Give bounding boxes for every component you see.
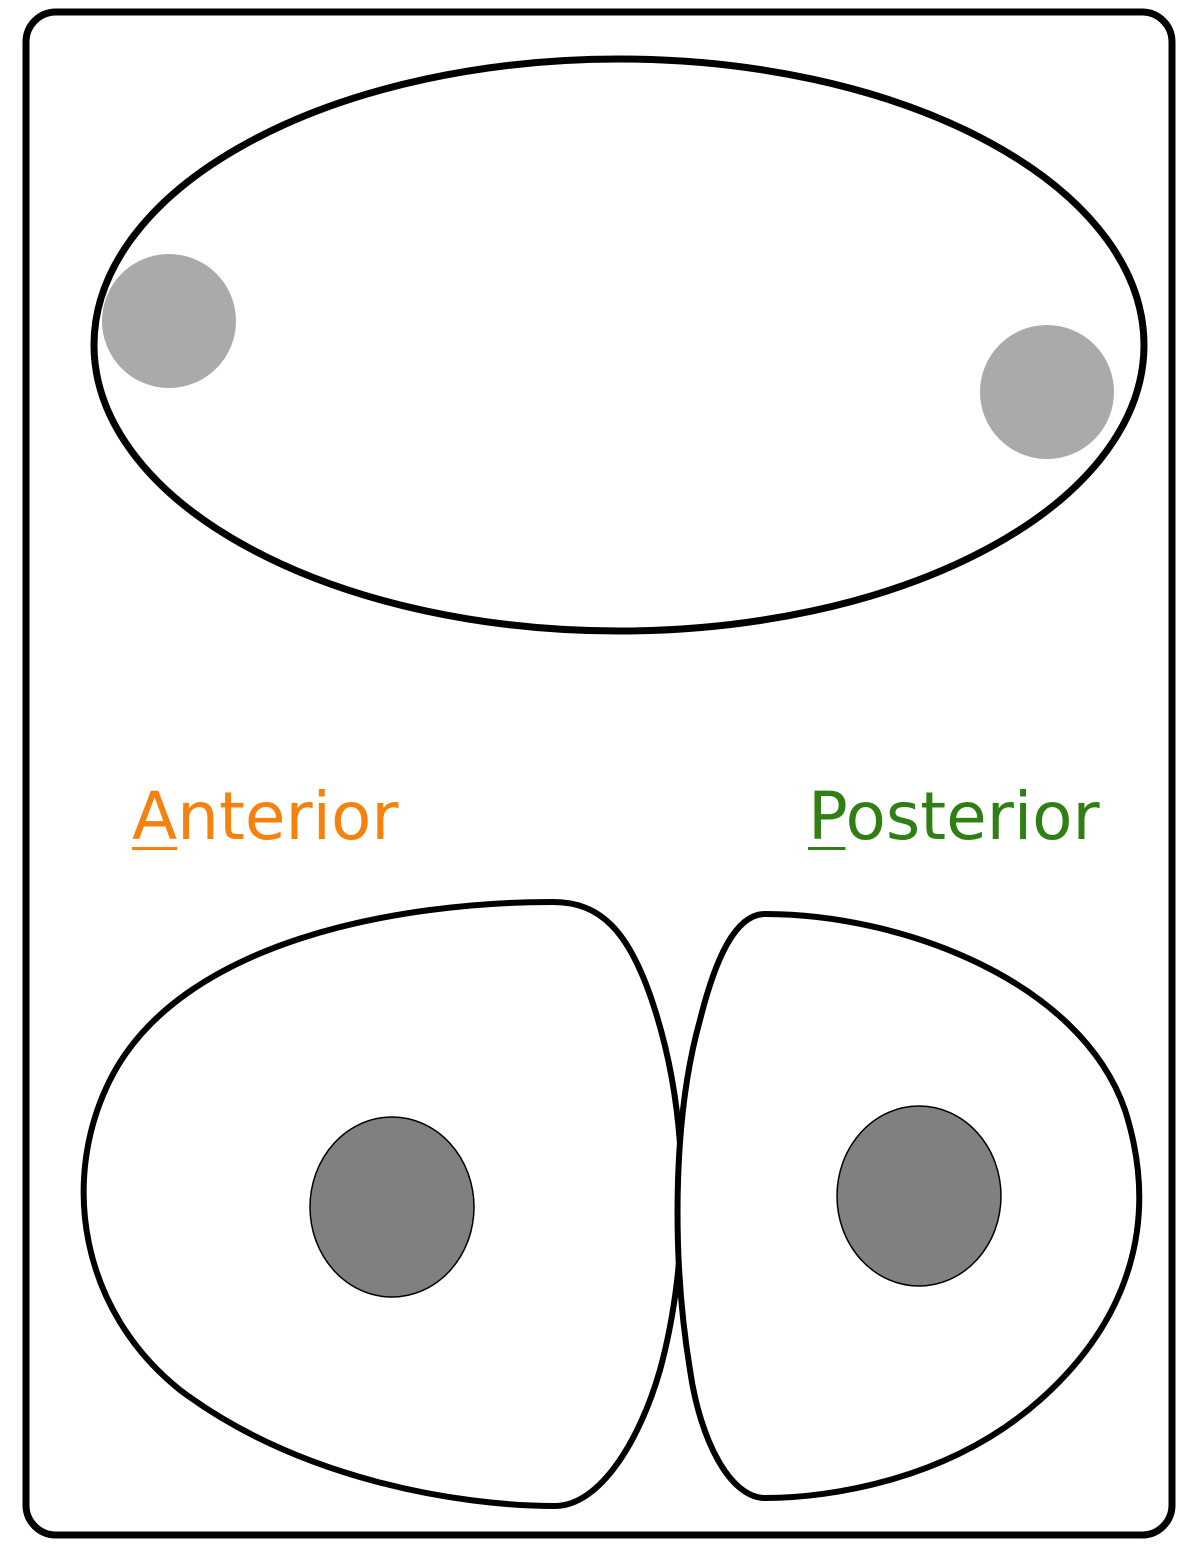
posterior-label-rest: osterior bbox=[845, 778, 1099, 855]
anterior-label: Anterior bbox=[132, 784, 398, 850]
anterior-pronucleus bbox=[102, 254, 236, 388]
posterior-label: Posterior bbox=[808, 784, 1100, 850]
posterior-label-initial: P bbox=[808, 778, 845, 855]
posterior-nucleus bbox=[837, 1106, 1001, 1286]
anterior-label-initial: A bbox=[132, 778, 177, 855]
anterior-label-rest: nterior bbox=[177, 778, 398, 855]
anterior-nucleus bbox=[310, 1117, 474, 1297]
one-cell-embryo bbox=[94, 59, 1144, 631]
posterior-pronucleus bbox=[980, 325, 1114, 459]
